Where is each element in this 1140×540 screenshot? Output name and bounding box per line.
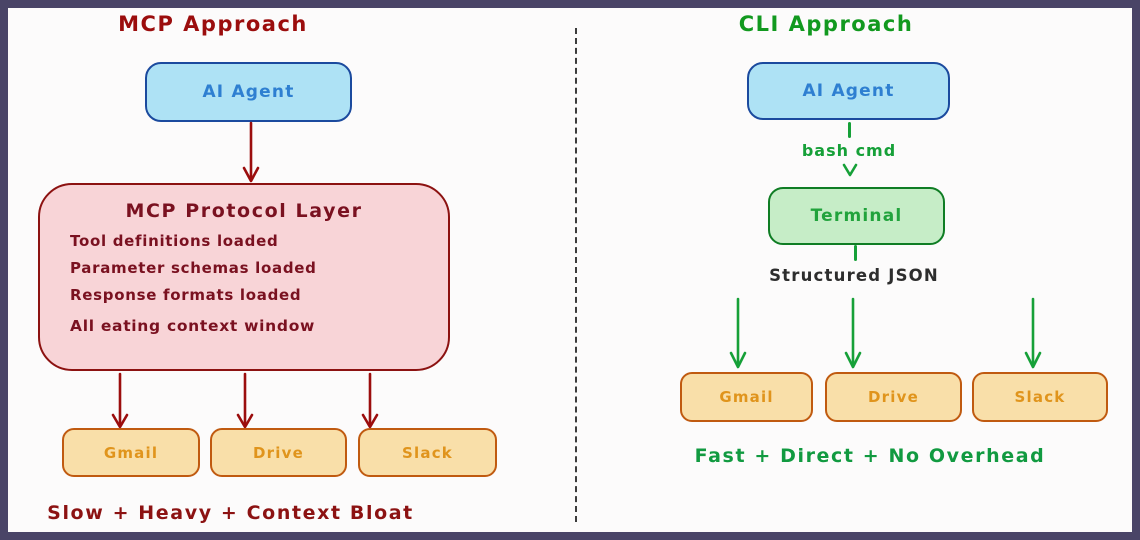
protocol-line: Parameter schemas loaded [70, 259, 317, 277]
connector-line [848, 122, 851, 138]
cli-ai-agent-label: AI Agent [802, 81, 895, 101]
terminal-label: Terminal [810, 206, 903, 226]
cli-ai-agent-box: AI Agent [747, 62, 950, 120]
gmail-label: Gmail [103, 443, 159, 462]
arrow-down-icon [1024, 297, 1042, 369]
drive-label: Drive [253, 443, 304, 462]
arrow-down-icon [236, 372, 254, 429]
slack-label: Slack [402, 443, 453, 462]
mcp-ai-agent-label: AI Agent [202, 82, 295, 102]
arrow-down-icon [361, 372, 379, 429]
gmail-label: Gmail [719, 388, 774, 406]
mcp-approach-title: MCP Approach [118, 12, 308, 36]
cli-slack-box: Slack [972, 372, 1108, 422]
connector-line [854, 245, 857, 261]
cli-approach-title: CLI Approach [738, 12, 914, 36]
mcp-protocol-layer-box: MCP Protocol Layer Tool definitions load… [38, 183, 450, 371]
arrow-down-icon [111, 372, 129, 429]
protocol-line: Response formats loaded [70, 286, 302, 304]
mcp-summary-caption: Slow + Heavy + Context Bloat [47, 502, 414, 524]
cli-summary-caption: Fast + Direct + No Overhead [694, 445, 1046, 467]
mcp-protocol-layer-title: MCP Protocol Layer [125, 200, 363, 222]
protocol-line: All eating context window [70, 317, 316, 335]
mcp-ai-agent-box: AI Agent [145, 62, 352, 122]
panel-divider [575, 28, 577, 522]
drive-label: Drive [868, 388, 919, 406]
terminal-box: Terminal [768, 187, 945, 245]
arrow-down-icon [242, 121, 260, 183]
structured-json-label: Structured JSON [769, 266, 939, 285]
mcp-drive-box: Drive [210, 428, 347, 477]
arrowhead-down-icon [842, 163, 858, 177]
arrow-down-icon [844, 297, 862, 369]
cli-gmail-box: Gmail [680, 372, 813, 422]
mcp-gmail-box: Gmail [62, 428, 200, 477]
arrow-down-icon [729, 297, 747, 369]
slack-label: Slack [1014, 388, 1066, 406]
mcp-slack-box: Slack [358, 428, 497, 477]
cli-drive-box: Drive [825, 372, 962, 422]
protocol-line: Tool definitions loaded [70, 232, 279, 250]
bash-cmd-label: bash cmd [801, 141, 897, 160]
